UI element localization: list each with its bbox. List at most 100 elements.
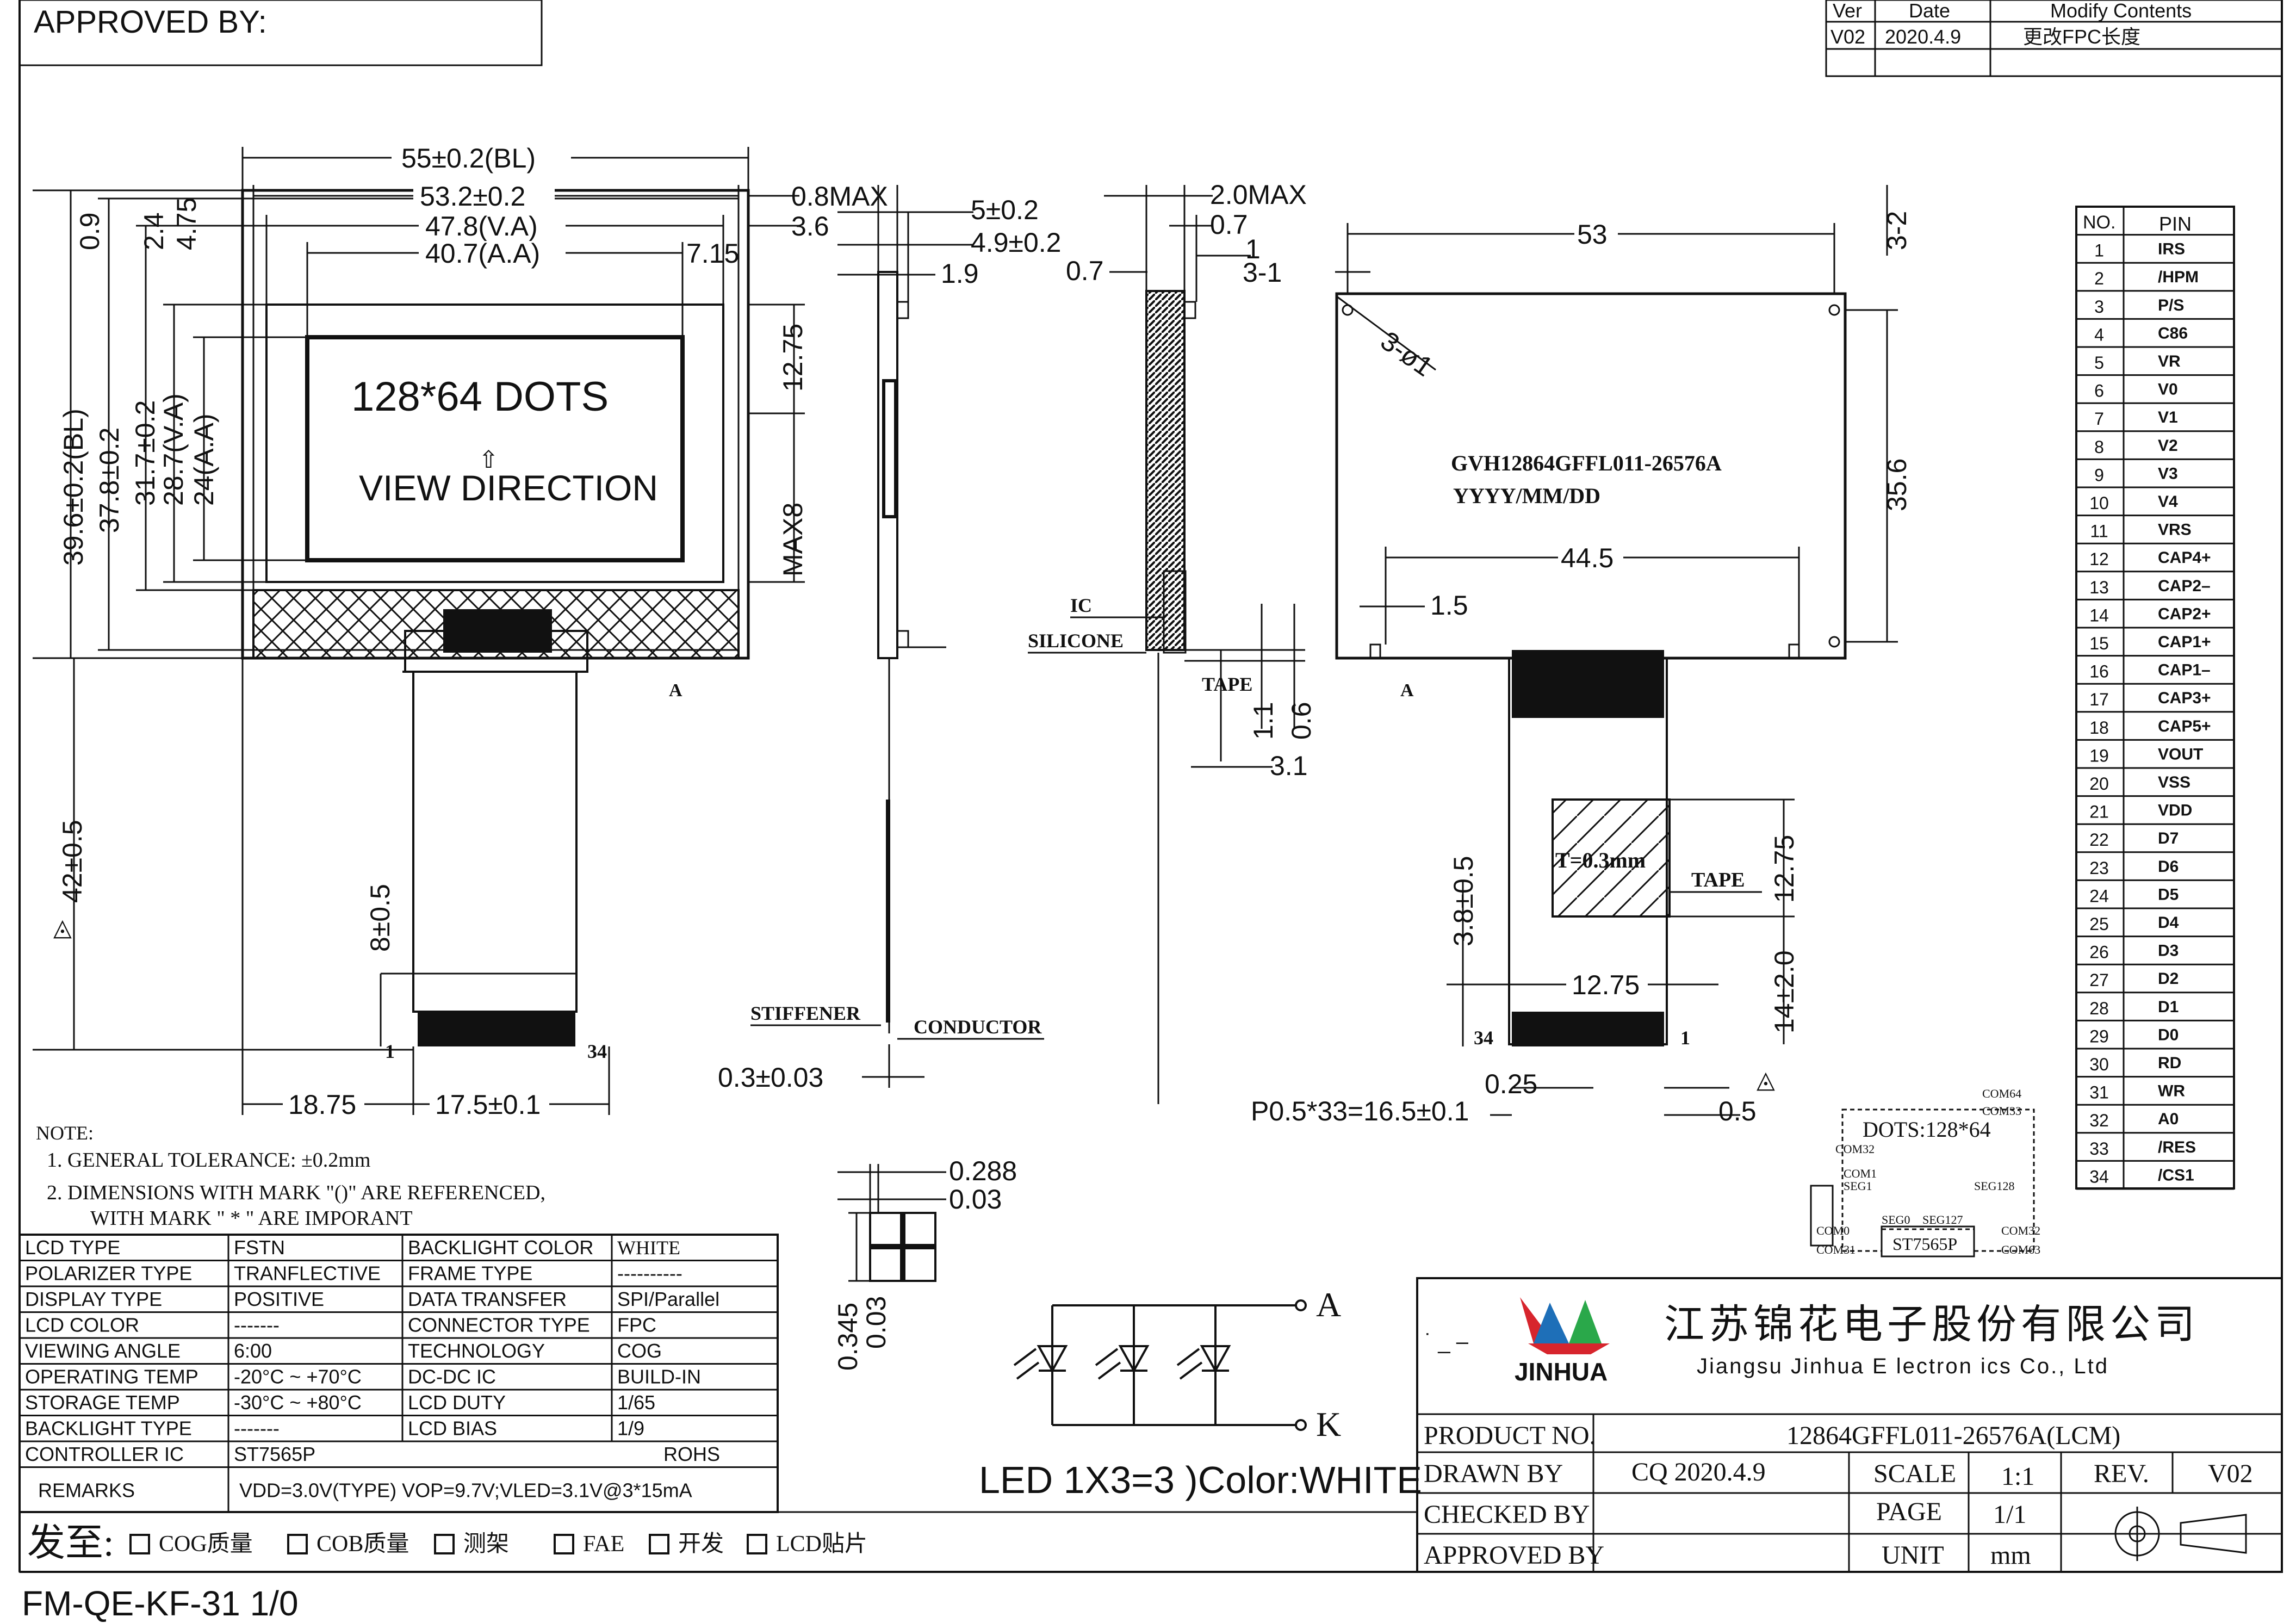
dim-0-9: 0.9 — [75, 212, 105, 250]
pin-number: 4 — [2094, 325, 2104, 344]
chip-com32b: COM32 — [2001, 1224, 2040, 1237]
pin-number: 11 — [2090, 522, 2108, 541]
back-part-number: GVH12864GFFL011-26576A — [1451, 451, 1722, 475]
chip-com33a: COM33 — [1982, 1104, 2021, 1118]
spec-cell: LCD COLOR — [25, 1314, 139, 1336]
dim-8: 8±0.5 — [365, 884, 395, 952]
dim-53: 53 — [1577, 219, 1608, 250]
front-mark-a: A — [669, 680, 682, 701]
rev-col-date: Date — [1909, 0, 1950, 22]
pin-number: 13 — [2089, 578, 2109, 597]
back-thickness: T=0.3mm — [1555, 848, 1646, 872]
pin-number: 20 — [2089, 774, 2109, 794]
dim-53-2: 53.2±0.2 — [420, 181, 525, 212]
pin-number: 28 — [2089, 999, 2109, 1018]
dim-0-288: 0.288 — [949, 1156, 1017, 1186]
dim-14: 14±2.0 — [1769, 950, 1799, 1033]
chip-com0: COM0 — [1816, 1224, 1850, 1237]
pin-number: 22 — [2089, 830, 2109, 850]
spec-cell: 6:00 — [234, 1340, 272, 1362]
spec-cell: ------- — [234, 1417, 280, 1440]
back-datum-icon: ◬ — [1757, 1067, 1775, 1093]
spec-cell: STORAGE TEMP — [25, 1391, 180, 1414]
spec-cell: LCD BIAS — [408, 1417, 497, 1440]
dispatch-checkbox[interactable] — [434, 1534, 455, 1554]
dispatch-checkbox[interactable] — [129, 1534, 150, 1554]
spec-cell: 1/65 — [617, 1391, 655, 1414]
spec-cell: DATA TRANSFER — [408, 1288, 567, 1310]
chip-com1: COM1 — [1844, 1167, 1877, 1180]
dim-1-5: 1.5 — [1430, 590, 1468, 621]
dim-pitch: P0.5*33=16.5±0.1 — [1251, 1096, 1469, 1126]
spec-cell: 1/9 — [617, 1417, 644, 1440]
label-silicone: SILICONE — [1028, 630, 1124, 652]
dim-3-2: 3-2 — [1882, 211, 1912, 250]
title-block: ˙ _ – JINHUA 江苏锦花电子股份有限公司 Jiangsu Jinhua… — [1416, 1277, 2283, 1573]
spec-cell: POSITIVE — [234, 1288, 324, 1310]
pin-number: 32 — [2089, 1111, 2109, 1130]
pin-name: D1 — [2158, 998, 2179, 1016]
dim-1: 1 — [1245, 234, 1261, 264]
notes: NOTE: 1. GENERAL TOLERANCE: ±0.2mm 2. DI… — [36, 1122, 545, 1230]
dispatch-label: 发至: — [27, 1522, 114, 1564]
spec-cell: -20°C ~ +70°C — [234, 1366, 362, 1388]
pin-name: CAP4+ — [2158, 549, 2211, 567]
pin-name: V4 — [2158, 493, 2178, 511]
company-en: Jiangsu Jinhua E lectron ics Co., Ltd — [1697, 1354, 2109, 1378]
unit-label: UNIT — [1882, 1541, 1944, 1570]
dim-3-6: 3.6 — [791, 211, 829, 241]
pin-name: VSS — [2158, 773, 2190, 791]
spec-cell: ---------- — [617, 1262, 682, 1285]
dim-0-3: 0.3±0.03 — [718, 1062, 823, 1093]
pin-name: /CS1 — [2158, 1166, 2194, 1184]
remarks-value: VDD=3.0V(TYPE) VOP=9.7V;VLED=3.1V@3*15mA — [239, 1479, 692, 1502]
scale-label: SCALE — [1873, 1459, 1956, 1488]
back-date-code: YYYY/MM/DD — [1453, 484, 1600, 508]
pin-name: CAP2+ — [2158, 605, 2211, 623]
pin-number: 34 — [2089, 1167, 2109, 1186]
pin-name: D3 — [2158, 942, 2179, 960]
pin-header-no: NO. — [2083, 212, 2115, 233]
pin-name: CAP1– — [2158, 661, 2211, 679]
chip-diagram: DOTS:128*64 ST7565P COM64 COM33 COM32 CO… — [1810, 1087, 2040, 1257]
logo-dots: ˙ _ – — [1425, 1330, 1469, 1354]
back-pin-34: 34 — [1474, 1027, 1493, 1049]
chip-seg128: SEG128 — [1974, 1179, 2015, 1193]
drawn-label: DRAWN BY — [1424, 1459, 1563, 1488]
viewing-area — [265, 303, 724, 583]
chip-com32a: COM32 — [1835, 1142, 1875, 1156]
pin-number: 16 — [2089, 662, 2109, 682]
dim-2-4: 2.4 — [139, 212, 169, 250]
rev-contents: 更改FPC长度 — [2023, 26, 2140, 48]
dispatch-checkbox[interactable] — [747, 1534, 767, 1554]
spec-cell: BUILD-IN — [617, 1366, 701, 1388]
projection-symbol-icon — [2105, 1507, 2251, 1561]
dim-7-15: 7.15 — [686, 238, 739, 269]
chip-dots: DOTS:128*64 — [1863, 1117, 1991, 1142]
dim-55bl: 55±0.2(BL) — [401, 143, 536, 174]
dim-12-75-c: 12.75 — [1769, 835, 1799, 903]
pixel-detail: 0.288 0.03 0.345 0.03 — [833, 1156, 1017, 1371]
dispatch-checkbox[interactable] — [649, 1534, 669, 1554]
logo-text: JINHUA — [1515, 1358, 1608, 1386]
pin-name: D5 — [2158, 885, 2179, 903]
dim-0-8max: 0.8MAX — [791, 181, 888, 212]
pin-number: 24 — [2089, 886, 2109, 906]
dispatch-checkbox[interactable] — [287, 1534, 308, 1554]
dim-24aa: 24(A.A) — [189, 413, 219, 506]
pin-number: 25 — [2089, 914, 2109, 934]
dim-28-7va: 28.7(V.A) — [158, 393, 189, 506]
label-conductor: CONDUCTOR — [914, 1016, 1042, 1038]
chip-seg1: SEG1 — [1844, 1179, 1872, 1193]
spec-cell: TECHNOLOGY — [408, 1340, 545, 1362]
back-mark-a: A — [1400, 680, 1414, 701]
pin-number: 27 — [2089, 970, 2109, 990]
back-pin-1: 1 — [1680, 1027, 1690, 1049]
pin-number: 3 — [2094, 297, 2104, 317]
pin-name: P/S — [2158, 296, 2184, 314]
spec-cell: ------- — [234, 1314, 280, 1336]
dispatch-checkbox[interactable] — [554, 1534, 574, 1554]
